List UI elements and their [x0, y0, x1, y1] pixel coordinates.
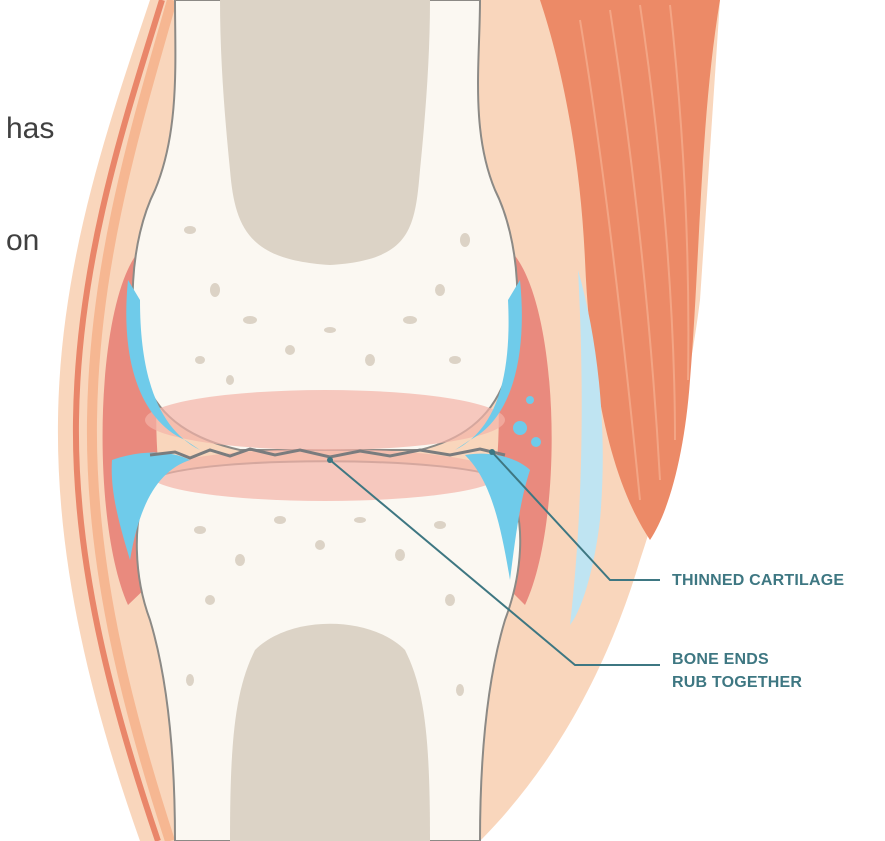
label-bone-ends: BONE ENDS: [672, 649, 769, 671]
cropped-text-fragment: has: [6, 112, 54, 146]
femur-inflammation: [145, 390, 505, 450]
leader-dot-thinned-cartilage: [489, 449, 495, 455]
femur-marrow: [220, 0, 430, 265]
label-thinned-cartilage: THINNED CARTILAGE: [672, 570, 844, 592]
label-rub-together: RUB TOGETHER: [672, 672, 802, 694]
leader-dot-bone-ends: [327, 457, 333, 463]
tibia-marrow: [230, 624, 430, 841]
cropped-text-fragment: on: [6, 224, 39, 258]
